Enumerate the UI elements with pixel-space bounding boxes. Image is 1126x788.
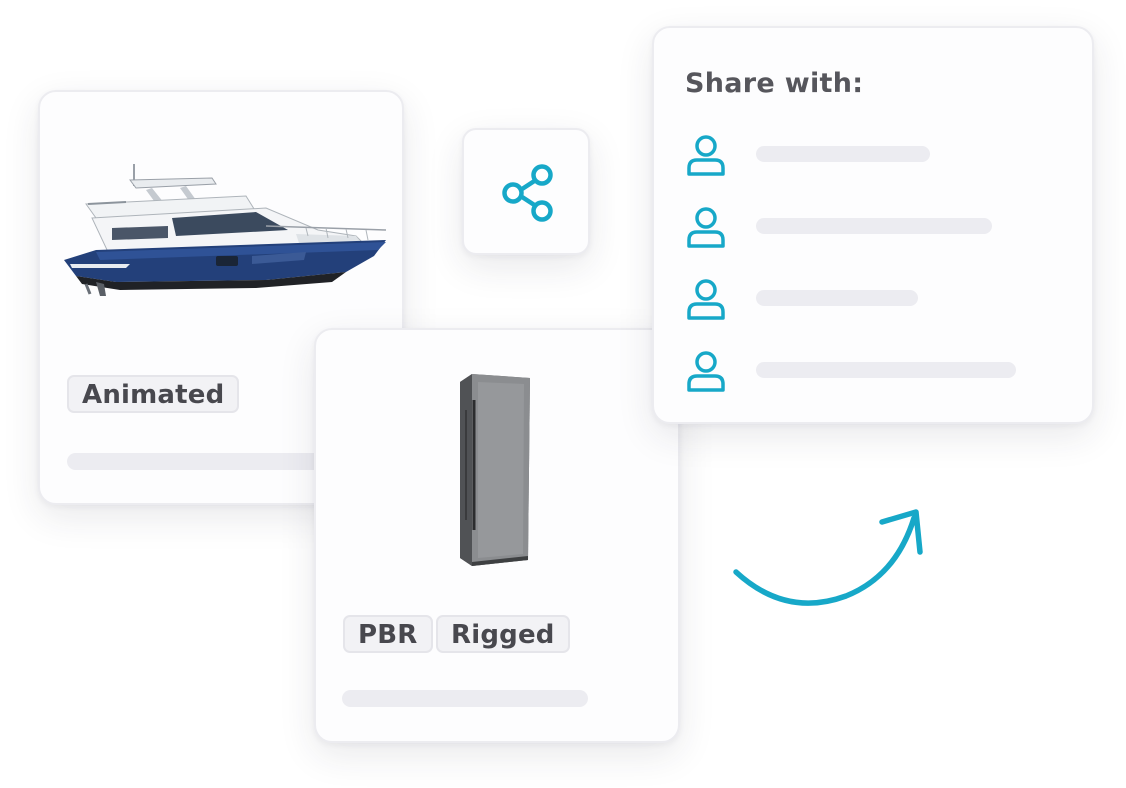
- user-icon: [687, 207, 725, 248]
- user-name-placeholder: [756, 218, 992, 234]
- model-card-boat[interactable]: Animated: [38, 90, 404, 505]
- user-row[interactable]: [686, 134, 1066, 178]
- yacht-image: [64, 164, 387, 296]
- title-placeholder: [342, 690, 588, 707]
- share-icon: [502, 164, 553, 222]
- tag-rigged: Rigged: [436, 615, 570, 653]
- user-row[interactable]: [686, 206, 1066, 250]
- share-button[interactable]: [462, 128, 590, 255]
- user-icon: [687, 135, 725, 176]
- user-name-placeholder: [756, 362, 1016, 378]
- user-name-placeholder: [756, 146, 930, 162]
- curved-arrow-icon: [733, 509, 923, 606]
- user-icon: [687, 351, 725, 392]
- title-placeholder: [67, 453, 387, 470]
- user-row[interactable]: [686, 278, 1066, 322]
- refrigerator-image: [460, 374, 530, 566]
- tag-animated: Animated: [67, 375, 240, 413]
- tag-pbr: PBR: [343, 615, 433, 653]
- user-icon: [687, 279, 725, 320]
- user-name-placeholder: [756, 290, 918, 306]
- share-panel-title: Share with:: [685, 68, 864, 99]
- share-panel: Share with:: [652, 26, 1094, 424]
- model-card-fridge[interactable]: PBR Rigged: [314, 328, 680, 743]
- user-row[interactable]: [686, 350, 1066, 394]
